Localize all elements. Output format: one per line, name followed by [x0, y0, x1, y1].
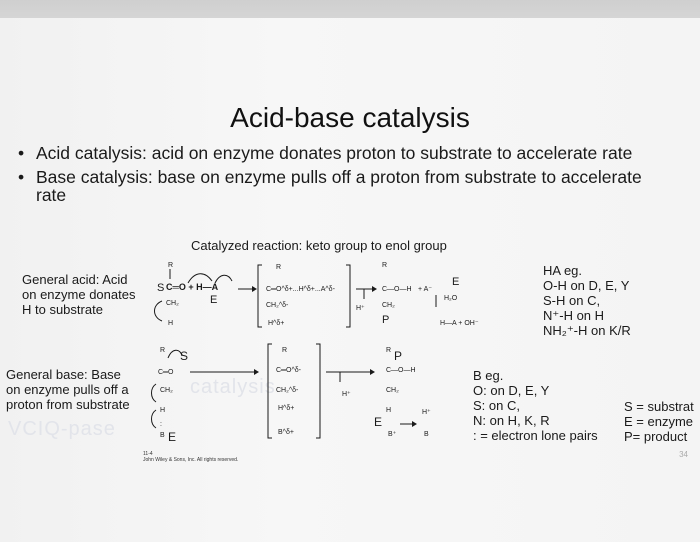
bullet-text: Base catalysis: base on enzyme pulls off… — [36, 167, 642, 205]
svg-text:H^δ+: H^δ+ — [268, 320, 284, 327]
svg-text:H₂O: H₂O — [444, 295, 458, 302]
svg-text:R: R — [282, 347, 287, 354]
svg-text:CH₂^δ-: CH₂^δ- — [266, 302, 289, 309]
svg-text:CH₂: CH₂ — [166, 300, 179, 307]
svg-text:R: R — [276, 264, 281, 271]
svg-text:R: R — [168, 262, 173, 269]
svg-text:CH₂: CH₂ — [386, 387, 399, 394]
svg-text:CH₂: CH₂ — [382, 302, 395, 309]
svg-text:CH₂^δ-: CH₂^δ- — [276, 387, 299, 394]
general-acid-label: General acid: Acid on enzyme donates H t… — [22, 272, 136, 317]
svg-text:+ A⁻: + A⁻ — [418, 286, 432, 293]
svg-text:CH₂: CH₂ — [160, 387, 173, 394]
watermark: VCIQ-pase — [8, 418, 116, 440]
svg-text:C—O—H: C—O—H — [386, 367, 416, 374]
svg-text:R: R — [382, 262, 387, 269]
bullet-dot: • — [18, 167, 25, 187]
acid-scheme-diagram: R S C═O + H—A E CH₂ H R C═O^δ+...H^δ+...… — [154, 262, 479, 328]
base-p-label: P — [394, 349, 402, 363]
svg-text:B: B — [160, 432, 165, 439]
svg-text:C═O + H—A: C═O + H—A — [166, 282, 219, 292]
svg-text:H: H — [168, 320, 173, 327]
slide-title: Acid-base catalysis — [230, 102, 470, 133]
base-e-label: E — [168, 430, 176, 444]
bullet-item: • Base catalysis: base on enzyme pulls o… — [18, 168, 658, 204]
svg-text:B: B — [424, 431, 429, 438]
b-examples: B eg. O: on D, E, Y S: on C, N: on H, K,… — [473, 368, 598, 443]
ha-examples: HA eg. O-H on D, E, Y S-H on C, N⁺-H on … — [543, 263, 631, 338]
svg-text:H^δ+: H^δ+ — [278, 405, 294, 412]
svg-text:C═O^δ+...H^δ+...A^δ-: C═O^δ+...H^δ+...A^δ- — [266, 286, 336, 293]
svg-text:H⁺: H⁺ — [342, 391, 351, 398]
acid-s-label: S — [157, 282, 164, 294]
bullet-list: • Acid catalysis: acid on enzyme donates… — [18, 144, 658, 210]
base-s-label: S — [180, 349, 188, 363]
bullet-dot: • — [18, 143, 25, 163]
page-number: 34 — [679, 450, 688, 459]
watermark: catalysis — [190, 376, 276, 398]
acid-e2-label: E — [452, 276, 459, 288]
svg-text:H: H — [386, 407, 391, 414]
acid-p-label: P — [382, 314, 389, 326]
svg-text:C═O: C═O — [158, 369, 174, 376]
svg-text:H⁺: H⁺ — [422, 409, 431, 416]
scheme-subtitle: Catalyzed reaction: keto group to enol g… — [191, 238, 447, 253]
bullet-text: Acid catalysis: acid on enzyme donates p… — [36, 143, 633, 163]
general-base-label: General base: Base on enzyme pulls off a… — [6, 367, 130, 412]
svg-text:B⁺: B⁺ — [388, 431, 397, 438]
base-scheme-diagram: R S C═O CH₂ H : B E R C═O^δ- CH₂^δ- H^δ+… — [151, 343, 431, 444]
copyright-notice: 11-4 John Wiley & Sons, Inc. All rights … — [143, 451, 239, 463]
svg-text:C═O^δ-: C═O^δ- — [276, 367, 302, 374]
svg-text:R: R — [386, 347, 391, 354]
svg-text:C—O—H: C—O—H — [382, 286, 412, 293]
svg-text:H: H — [160, 407, 165, 414]
legend: S = substrat E = enzyme P= product — [624, 399, 694, 444]
acid-e-label: E — [210, 294, 217, 306]
svg-text::: : — [160, 421, 162, 428]
svg-text:H⁺: H⁺ — [356, 305, 365, 312]
svg-text:H—A + OH⁻: H—A + OH⁻ — [440, 320, 479, 327]
svg-text:R: R — [160, 347, 165, 354]
bullet-item: • Acid catalysis: acid on enzyme donates… — [18, 144, 658, 162]
svg-text:B^δ+: B^δ+ — [278, 429, 294, 436]
base-e2-label: E — [374, 415, 382, 429]
